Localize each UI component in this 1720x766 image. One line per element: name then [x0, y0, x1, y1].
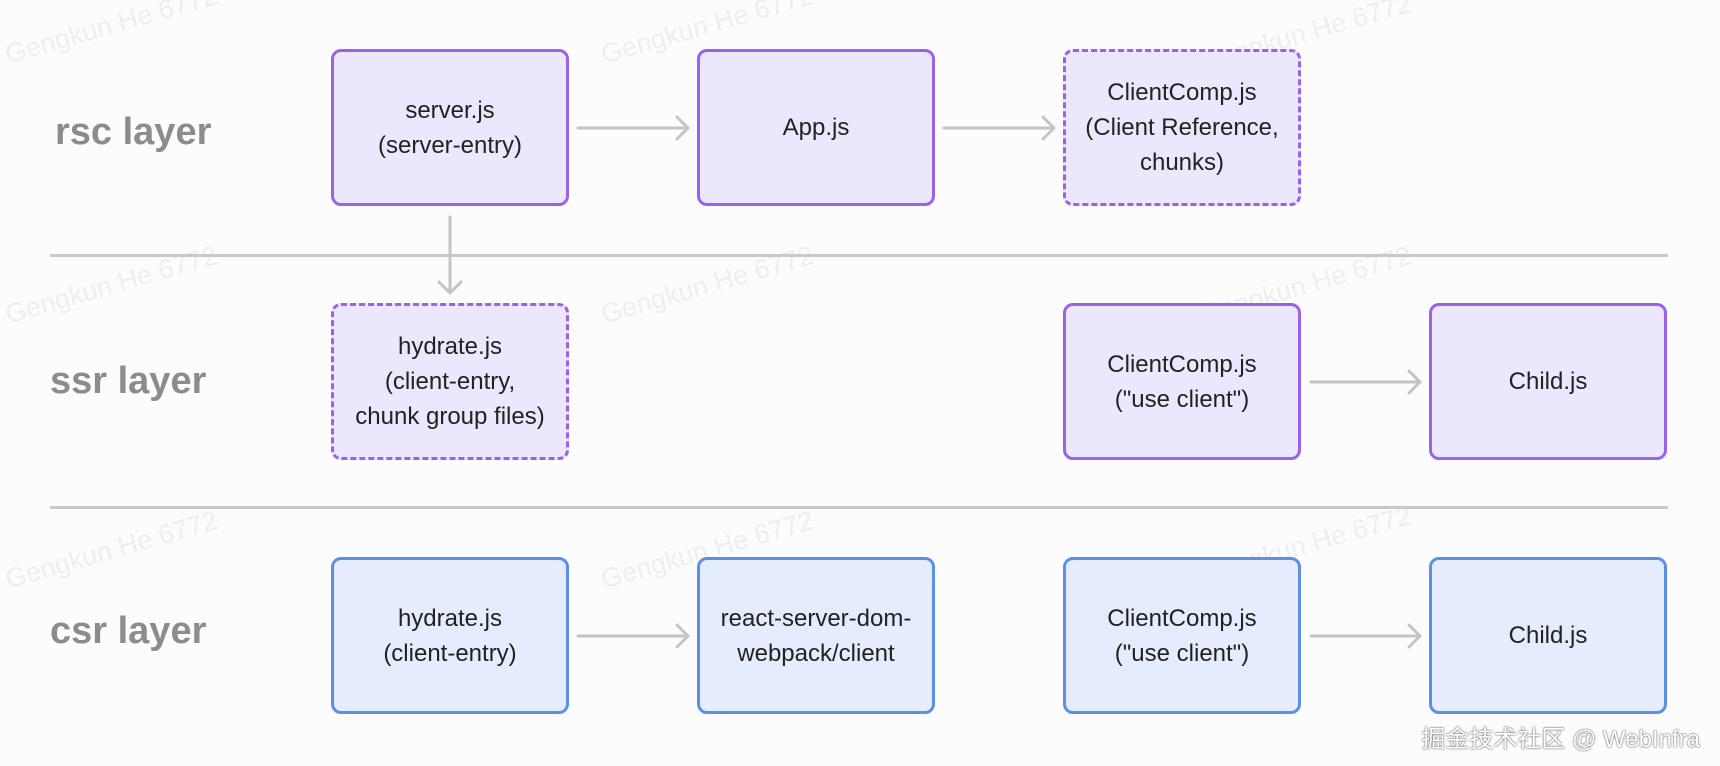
node-server-js-label: server.js (server-entry) — [377, 96, 522, 159]
layer-divider — [50, 506, 1668, 509]
layer-label-csr: csr layer — [50, 610, 207, 652]
arrow-server-to-hydrate — [437, 215, 463, 295]
node-ssr-child-js-label: Child.js — [1508, 368, 1588, 395]
node-clientcomp-reference-label: ClientComp.js (Client Reference, chunks) — [1085, 79, 1279, 176]
source-credit: 掘金技术社区 @ WebInfra — [1421, 726, 1700, 753]
node-ssr-hydrate-js: hydrate.js (client-entry, chunk group fi… — [331, 303, 569, 460]
node-ssr-clientcomp-js-label: ClientComp.js ("use client") — [1107, 350, 1257, 413]
node-clientcomp-reference: ClientComp.js (Client Reference, chunks) — [1063, 49, 1301, 206]
layer-divider — [50, 254, 1668, 257]
node-ssr-clientcomp-js: ClientComp.js ("use client") — [1063, 303, 1301, 460]
layer-label-rsc: rsc layer — [55, 111, 212, 153]
node-react-server-dom-webpack-client-label: react-server-dom- webpack/client — [720, 604, 912, 667]
node-csr-child-js: Child.js — [1429, 557, 1667, 714]
node-ssr-hydrate-js-label: hydrate.js (client-entry, chunk group fi… — [355, 333, 545, 430]
node-ssr-child-js: Child.js — [1429, 303, 1667, 460]
arrow-ssr-clientcomp-to-child — [1309, 369, 1422, 395]
arrow-csr-clientcomp-to-child — [1309, 623, 1422, 649]
node-app-js-label: App.js — [782, 114, 850, 141]
arrow-server-to-app — [576, 115, 690, 141]
node-csr-clientcomp-js: ClientComp.js ("use client") — [1063, 557, 1301, 714]
node-csr-hydrate-js-label: hydrate.js (client-entry) — [383, 604, 517, 667]
node-csr-hydrate-js: hydrate.js (client-entry) — [331, 557, 569, 714]
node-csr-child-js-label: Child.js — [1508, 622, 1588, 649]
layer-label-ssr: ssr layer — [50, 360, 207, 402]
node-csr-clientcomp-js-label: ClientComp.js ("use client") — [1107, 604, 1257, 667]
arrow-app-to-clientcomp-reference — [942, 115, 1056, 141]
node-react-server-dom-webpack-client: react-server-dom- webpack/client — [697, 557, 935, 714]
arrow-csr-hydrate-to-rsdw — [576, 623, 690, 649]
node-app-js: App.js — [697, 49, 935, 206]
node-server-js: server.js (server-entry) — [331, 49, 569, 206]
